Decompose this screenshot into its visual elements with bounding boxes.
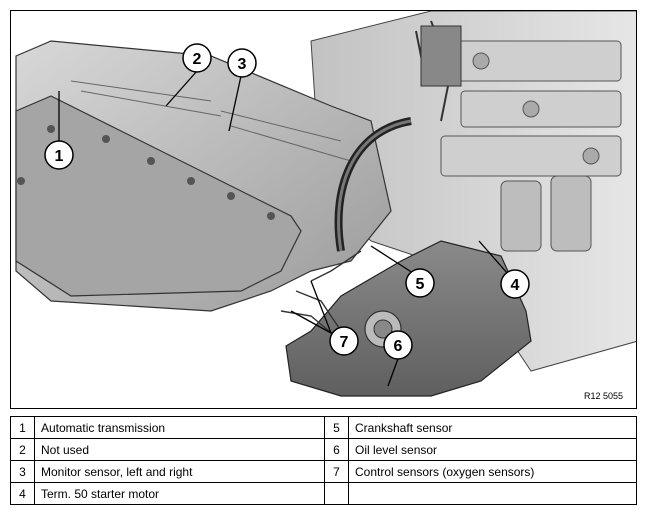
transmission-ribs <box>70 80 352 162</box>
pan-bolts <box>17 125 275 220</box>
legend-number: 5 <box>324 416 349 439</box>
legend-description: Control sensors (oxygen sensors) <box>348 460 637 483</box>
callout-3: 3 <box>227 48 257 78</box>
callout-1: 1 <box>44 140 74 170</box>
transmission-pan <box>15 95 302 297</box>
legend-row: 3 Monitor sensor, left and right 7 Contr… <box>10 460 637 483</box>
figure-reference-code: R12 5055 <box>580 390 626 402</box>
callout-label-6: 6 <box>394 338 403 355</box>
callout-2: 2 <box>182 43 212 73</box>
legend-number: 4 <box>10 482 35 505</box>
callout-4: 4 <box>500 269 530 299</box>
callout-label-7: 7 <box>340 334 349 351</box>
legend-description: Crankshaft sensor <box>348 416 637 439</box>
legend-row: 1 Automatic transmission 5 Crankshaft se… <box>10 416 637 439</box>
wiring-harness <box>415 20 462 122</box>
legend-description <box>348 482 637 505</box>
engine-oil-pan <box>285 240 532 397</box>
callout-label-5: 5 <box>416 276 425 293</box>
legend-table: 1 Automatic transmission 5 Crankshaft se… <box>10 416 637 505</box>
cylinder-head-details <box>440 40 622 252</box>
legend-number: 3 <box>10 460 35 483</box>
callout-label-1: 1 <box>55 148 64 165</box>
callout-label-3: 3 <box>238 56 247 73</box>
legend-description: Term. 50 starter motor <box>34 482 325 505</box>
legend-number: 1 <box>10 416 35 439</box>
callout-label-2: 2 <box>193 51 202 68</box>
callout-label-4: 4 <box>511 277 520 294</box>
legend-number: 7 <box>324 460 349 483</box>
engine-illustration: 1 2 3 4 5 6 7 R12 5055 <box>10 10 637 409</box>
callout-5: 5 <box>405 268 435 298</box>
legend-description: Automatic transmission <box>34 416 325 439</box>
legend-description: Not used <box>34 438 325 461</box>
callout-6: 6 <box>383 330 413 360</box>
legend-number <box>324 482 349 505</box>
legend-description: Monitor sensor, left and right <box>34 460 325 483</box>
legend-description: Oil level sensor <box>348 438 637 461</box>
callout-7: 7 <box>329 326 359 356</box>
legend-row: 4 Term. 50 starter motor <box>10 482 637 505</box>
legend-number: 6 <box>324 438 349 461</box>
engine-drawing: 1 2 3 4 5 6 7 <box>15 11 636 397</box>
legend-number: 2 <box>10 438 35 461</box>
leader-lines <box>58 70 509 387</box>
legend-row: 2 Not used 6 Oil level sensor <box>10 438 637 461</box>
